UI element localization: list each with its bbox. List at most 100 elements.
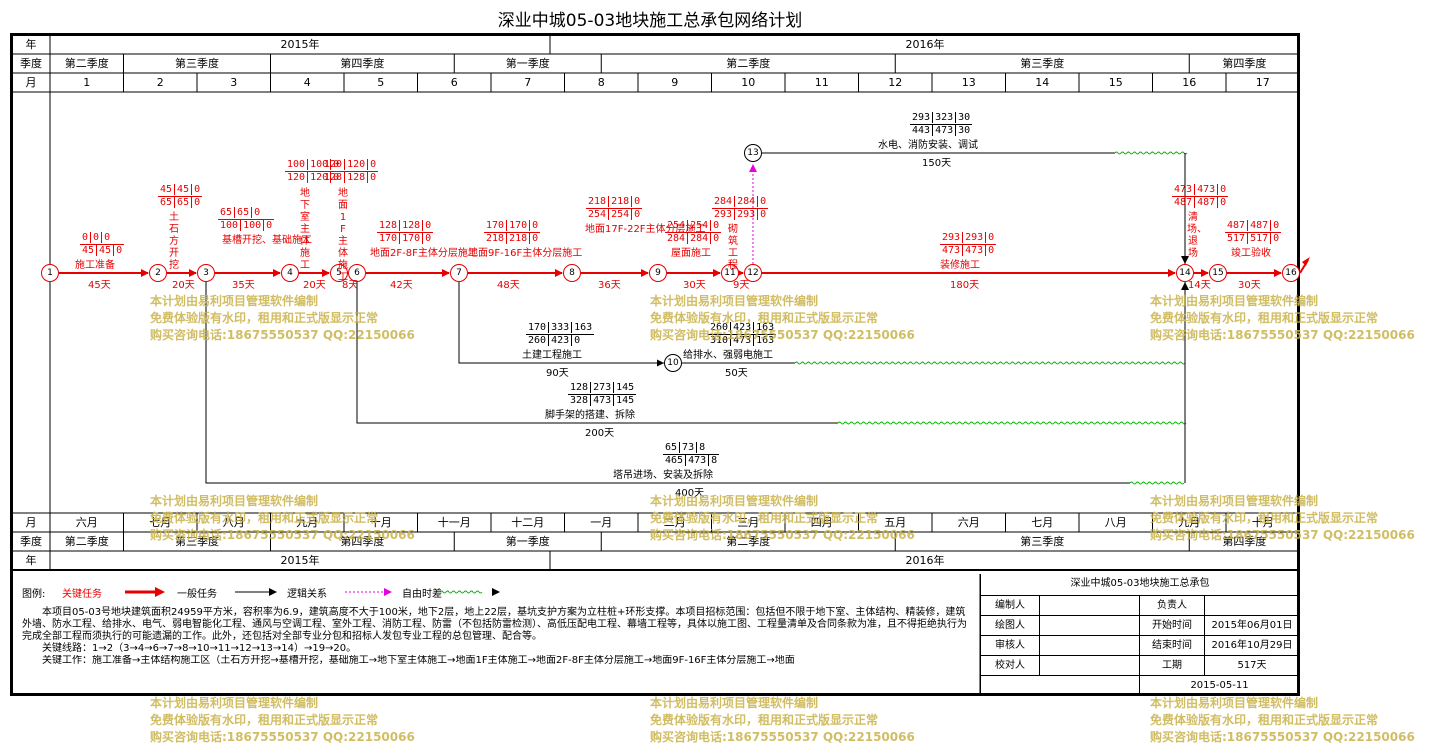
watermark-line: 本计划由易利项目管理软件编制 [1150,696,1319,710]
header-quarter: 第二季度 [726,57,771,70]
info-key: 绘图人 [980,616,1040,636]
task-param: 120 [345,159,369,170]
footer-month: 七月 [1031,516,1054,529]
node-6[interactable]: 6 [348,264,366,282]
task-param: 0 [370,172,377,183]
task-param: 0 [532,220,539,231]
watermark-line: 免费体验版有水印，租用和正式版显示正常 [650,713,879,727]
node-5[interactable]: 5 [330,264,348,282]
watermark-line: 免费体验版有水印，租用和正式版显示正常 [1150,511,1379,525]
footer-month: 八月 [1104,516,1127,529]
watermark: 本计划由易利项目管理软件编制免费体验版有水印，租用和正式版显示正常购买咨询电话:… [1150,695,1415,746]
task-name: 基槽开挖、基础施工 [222,235,312,246]
task-param: 163 [756,335,775,346]
task-param: 254 [665,220,689,231]
header-month: 17 [1255,76,1270,89]
task-name: 给排水、强弱电施工 [683,350,773,361]
normal-arrow [205,282,1130,484]
watermark-line: 本计划由易利项目管理软件编制 [150,494,319,508]
task-param: 145 [616,395,635,406]
task-param: 0 [333,172,340,183]
task-param: 0 [713,220,720,231]
watermark-line: 本计划由易利项目管理软件编制 [150,294,319,308]
watermark-line: 购买咨询电话:18675550537 QQ:22150066 [1150,730,1415,744]
task-param: 0 [266,220,273,231]
task-name: 地面1F主体施工 [338,188,348,283]
arrow-head [492,588,500,596]
description-paragraph: 本项目05-03号地块建筑面积24959平方米，容积率为6.9，建筑高度不大于1… [22,607,967,642]
task-duration: 150天 [922,158,952,169]
task-param: 170 [377,233,401,244]
header-month: 4 [303,76,311,89]
free-float [794,361,1186,365]
task-param: 443 [910,125,934,136]
footer-row-label-year: 年 [25,554,37,567]
task-param: 0 [194,184,201,195]
task-param: 0 [80,232,92,243]
task-param: 0 [1220,184,1227,195]
node-15[interactable]: 15 [1209,264,1227,282]
watermark-line: 本计划由易利项目管理软件编制 [650,494,819,508]
node-12[interactable]: 12 [744,264,762,282]
watermark: 本计划由易利项目管理软件编制免费体验版有水印，租用和正式版显示正常购买咨询电话:… [1150,293,1415,344]
task-param: 517 [1248,233,1272,244]
node-9[interactable]: 9 [649,264,667,282]
node-8[interactable]: 8 [563,264,581,282]
task-param: 73 [680,442,698,453]
header-month: 13 [961,76,976,89]
legend-critical-label: 关键任务 [62,589,102,600]
footer-month: 六月 [75,516,98,529]
task-param: 170 [400,233,424,244]
node-11[interactable]: 11 [721,264,739,282]
task-param: 284 [712,196,736,207]
normal-arrow [458,282,664,364]
watermark-line: 免费体验版有水印，租用和正式版显示正常 [650,311,879,325]
arrow-head [189,269,197,277]
task-name: 地下室主体施工 [300,188,310,271]
arrow-head [1181,282,1189,290]
task-param: 100 [218,220,242,231]
task-param: 218 [609,196,633,207]
task-duration: 30天 [683,280,706,291]
node-4[interactable]: 4 [281,264,299,282]
node-1[interactable]: 1 [41,264,59,282]
task-param: 0 [1220,197,1227,208]
critical-work-text: 关键工作：施工准备→主体结构施工区（土石方开挖→基槽开挖，基础施工→地下室主体施… [42,655,795,666]
legend-logic-label: 逻辑关系 [287,589,327,600]
watermark: 本计划由易利项目管理软件编制免费体验版有水印，租用和正式版显示正常购买咨询电话:… [150,293,415,344]
arrow-head [1274,269,1282,277]
project-description: 本项目05-03号地块建筑面积24959平方米，容积率为6.9，建筑高度不大于1… [22,607,967,667]
footer-quarter: 第四季度 [340,535,385,548]
footer-month: 三月 [737,516,760,529]
page-title: 深业中城05-03地块施工总承包网络计划 [497,11,803,31]
node-2[interactable]: 2 [149,264,167,282]
row-label-year: 年 [25,38,37,51]
watermark-line: 购买咨询电话:18675550537 QQ:22150066 [650,528,915,542]
task-param: 517 [1225,233,1249,244]
node-10[interactable]: 10 [664,354,682,372]
task-duration: 50天 [725,368,748,379]
node-13[interactable]: 13 [744,144,762,162]
info-key: 编制人 [980,596,1040,616]
node-16[interactable]: 16 [1282,264,1300,282]
footer-row-label-month: 月 [25,516,37,529]
task-name: 施工准备 [75,260,115,271]
node-3[interactable]: 3 [197,264,215,282]
task-param: 254 [586,209,610,220]
node-7[interactable]: 7 [450,264,468,282]
footer-quarter: 第一季度 [505,535,550,548]
legend-float-line [439,590,483,594]
watermark-line: 购买咨询电话:18675550537 QQ:22150066 [1150,328,1415,342]
node-14[interactable]: 14 [1176,264,1194,282]
